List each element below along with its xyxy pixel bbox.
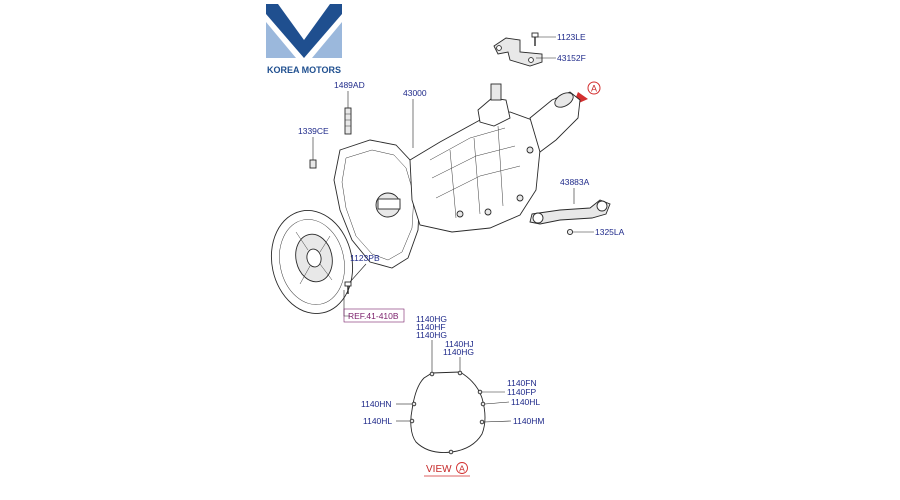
case-bolt bbox=[516, 194, 524, 202]
bell-housing-rim bbox=[341, 149, 415, 261]
clutch-finger bbox=[319, 235, 331, 253]
transmission-assembly bbox=[333, 83, 581, 269]
view-a-label: VIEW A bbox=[424, 462, 470, 477]
label-43000: 43000 bbox=[403, 88, 427, 98]
ref-label: REF.41-410B bbox=[348, 311, 399, 321]
bracket-43883A-shape bbox=[529, 199, 611, 225]
bolt-head bbox=[344, 281, 352, 287]
label-1489AD: 1489AD bbox=[334, 80, 365, 90]
plug-1339CE: 1339CE bbox=[298, 126, 329, 169]
gasket-bolt-hole bbox=[477, 389, 483, 395]
ref-box bbox=[343, 308, 405, 323]
view-marker-letter: A bbox=[459, 464, 465, 474]
main-case bbox=[409, 111, 541, 233]
clutch-finger bbox=[299, 265, 311, 285]
bolt-code: 1140HF bbox=[416, 322, 446, 332]
bracket-top: 1123LE 43152F bbox=[493, 32, 586, 67]
bracket-hole bbox=[496, 45, 502, 51]
label-1123LE: 1123LE bbox=[557, 32, 586, 42]
case-bolt bbox=[456, 210, 464, 218]
hanger-1489AD: 1489AD bbox=[334, 80, 365, 135]
bolt-code: 1140HG bbox=[443, 347, 474, 357]
bolt-code: 1140HN bbox=[361, 399, 392, 409]
output-seal bbox=[554, 92, 574, 108]
mount-bracket: 43883A 1325LA bbox=[529, 177, 625, 237]
bolt-code: 1140FN bbox=[507, 378, 537, 388]
label-1325LA: 1325LA bbox=[595, 227, 625, 237]
case-bolt bbox=[526, 146, 534, 154]
clutch-cover: REF.41-410B bbox=[270, 210, 405, 323]
gasket-bolt-hole bbox=[411, 401, 417, 407]
gasket-bolt-hole bbox=[429, 371, 435, 377]
bracket-boss bbox=[532, 212, 544, 224]
leader-1123PB bbox=[349, 263, 367, 283]
gasket-outline bbox=[410, 371, 486, 453]
case-rib bbox=[429, 127, 506, 161]
view-a-gasket: 1140HG 1140HF 1140HG 1140HJ 1140HG 1140F… bbox=[361, 314, 545, 455]
leader-right-lower bbox=[483, 420, 512, 423]
clutch-ring bbox=[279, 219, 345, 305]
brand-name: KOREA MOTORS bbox=[267, 65, 341, 75]
clutch-center bbox=[306, 248, 322, 268]
plug-body bbox=[309, 159, 317, 169]
bolt-code: 1140HM bbox=[513, 416, 545, 426]
gasket-bolt-hole bbox=[480, 401, 486, 407]
label-1339CE: 1339CE bbox=[298, 126, 329, 136]
leader-right-2 bbox=[484, 401, 510, 405]
case-rib bbox=[473, 137, 481, 215]
gasket-bolt-hole bbox=[479, 419, 485, 425]
hanger-body bbox=[344, 107, 352, 135]
case-rib bbox=[449, 149, 457, 219]
view-marker-circle bbox=[456, 462, 468, 474]
clutch-finger bbox=[319, 263, 333, 281]
bolt-code: 1140HL bbox=[511, 397, 540, 407]
brand-logo: KOREA MOTORS bbox=[266, 4, 342, 75]
clutch-finger bbox=[295, 231, 309, 251]
bolt-code: 1140HJ bbox=[445, 339, 474, 349]
label-43883A: 43883A bbox=[560, 177, 590, 187]
gasket-bolt-hole bbox=[409, 418, 415, 424]
logo-right-shade bbox=[312, 22, 342, 58]
logo-left-stroke bbox=[266, 4, 304, 58]
extension-housing bbox=[529, 91, 581, 153]
bolt-code: 1140HG bbox=[416, 314, 447, 324]
bolt-1123PB: 1123PB bbox=[344, 253, 380, 294]
logo-left-shade bbox=[266, 22, 296, 58]
view-text: VIEW bbox=[426, 464, 452, 475]
case-rib bbox=[497, 125, 504, 207]
marker-circle bbox=[587, 81, 601, 95]
case-rib bbox=[435, 165, 521, 199]
label-43152F: 43152F bbox=[557, 53, 586, 63]
gasket-bolt-hole bbox=[448, 449, 454, 455]
gasket-bolt-hole bbox=[457, 370, 463, 376]
input-shaft bbox=[377, 198, 401, 210]
bracket-hole bbox=[528, 57, 534, 63]
shift-lever-stub bbox=[490, 83, 502, 101]
logo-right-stroke bbox=[304, 4, 342, 58]
bolt-code: 1140FP bbox=[507, 387, 536, 397]
bolt-1123LE-head bbox=[531, 32, 539, 38]
case-rib bbox=[431, 145, 516, 179]
bracket-boss bbox=[596, 200, 608, 212]
bolt-code: 1140HG bbox=[416, 330, 447, 340]
label-1123PB: 1123PB bbox=[350, 253, 380, 263]
bolt-code: 1140HL bbox=[363, 416, 392, 426]
nut-1325LA-shape bbox=[566, 228, 574, 236]
marker-letter: A bbox=[591, 84, 597, 94]
case-bolt bbox=[484, 208, 492, 216]
